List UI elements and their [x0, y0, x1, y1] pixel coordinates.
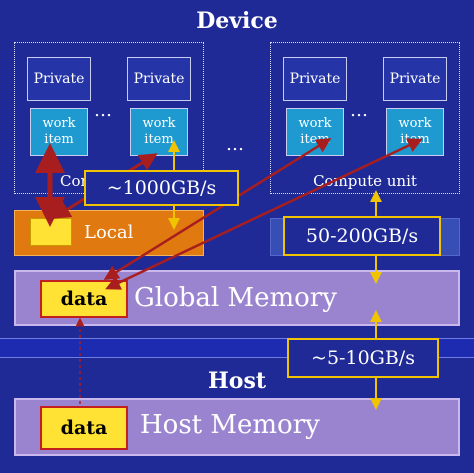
device-title: Device [196, 8, 278, 34]
private-memory: Private [27, 57, 91, 101]
host-memory-label: Host Memory [140, 410, 320, 440]
ellipsis: … [350, 100, 370, 121]
bandwidth-host-label: ~5-10GB/s [287, 338, 439, 378]
host-title: Host [207, 368, 266, 394]
host-data-box: data [40, 406, 128, 450]
private-memory: Private [127, 57, 191, 101]
bandwidth-global-label: 50-200GB/s [283, 216, 441, 256]
ellipsis: … [94, 100, 114, 121]
bandwidth-local-label: ~1000GB/s [84, 170, 239, 206]
private-memory: Private [383, 57, 447, 101]
arrow-workitem-global [105, 138, 423, 290]
private-memory: Private [283, 57, 347, 101]
